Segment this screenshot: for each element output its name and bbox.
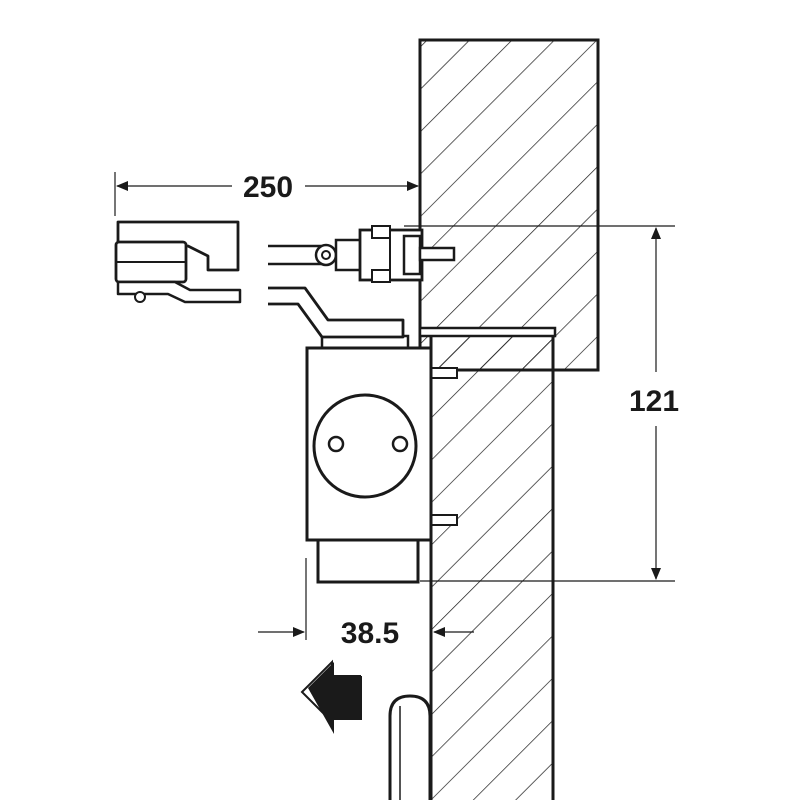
dimension-label-250: 250 — [243, 171, 293, 204]
door-frame — [418, 38, 600, 372]
dimension-121: 121 — [404, 225, 679, 582]
slide-rail — [114, 220, 242, 304]
dimension-250: 250 — [114, 171, 419, 216]
door-leaf — [418, 326, 557, 800]
rail-bracket — [268, 225, 456, 283]
dimension-label-121: 121 — [629, 385, 679, 418]
dimension-38-5: 38.5 — [258, 558, 474, 650]
dimension-label-38-5: 38.5 — [341, 617, 399, 650]
opening-direction-arrow-icon — [300, 659, 362, 734]
closer-body — [305, 334, 433, 584]
closer-arm — [268, 286, 405, 339]
door-handle — [388, 694, 432, 800]
closer-spindle — [312, 393, 418, 499]
